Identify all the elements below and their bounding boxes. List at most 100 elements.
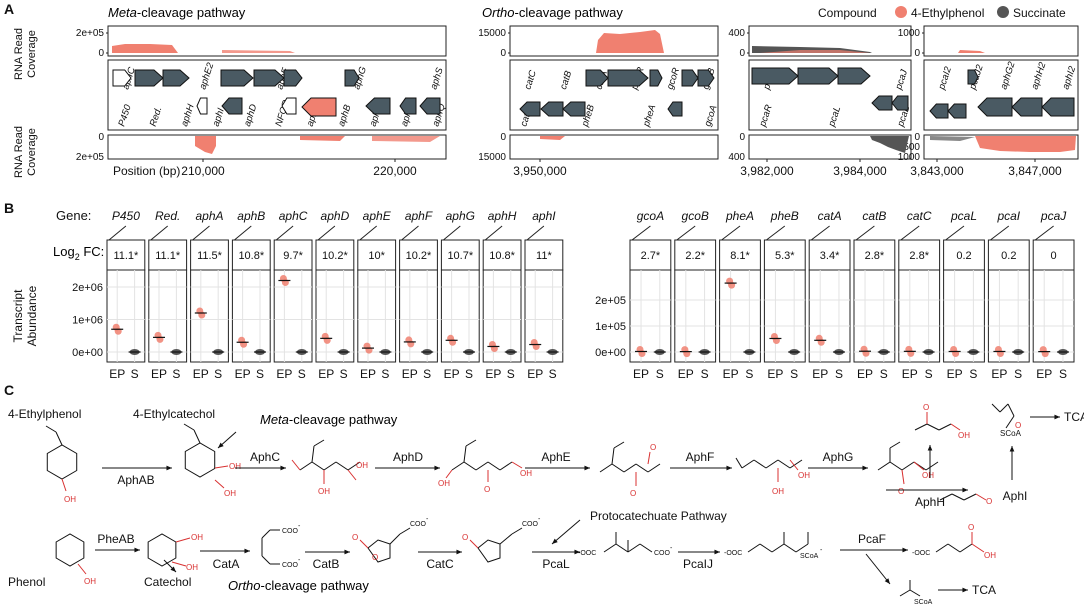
- mol-cis-cis-muconate: COO-COO-: [261, 523, 301, 569]
- carboxylate-label: COO: [522, 521, 539, 528]
- bond: [451, 461, 465, 471]
- gene-connector: [855, 225, 875, 241]
- gene-connector: [990, 225, 1010, 241]
- x-cat-s: S: [214, 367, 222, 381]
- benzene-ring: [147, 533, 177, 567]
- bond: [389, 533, 401, 545]
- x-cat-ep: EP: [678, 367, 694, 381]
- y-tick-right: 1e+05: [595, 321, 626, 333]
- x-cat-s: S: [969, 367, 977, 381]
- oxo-label: O: [630, 489, 636, 498]
- x-cat-ep: EP: [527, 367, 543, 381]
- x-cat-s: S: [701, 367, 709, 381]
- fc-strip: [674, 239, 717, 271]
- coverage-top-tick: 15000: [478, 28, 506, 39]
- x-cat-s: S: [925, 367, 933, 381]
- enzyme-aphi: AphI: [1003, 489, 1028, 503]
- bond: [499, 461, 513, 471]
- bond: [789, 459, 803, 469]
- coverage-bottom-ep: [372, 136, 440, 142]
- fc-value: 8.1*: [730, 250, 750, 262]
- bond: [291, 459, 301, 471]
- facet-gene-label: pcaJ: [1040, 209, 1067, 223]
- fc-strip: [357, 239, 397, 271]
- x-cat-ep: EP: [767, 367, 783, 381]
- bond: [999, 403, 1009, 413]
- x-cat-s: S: [745, 367, 753, 381]
- gene-arrow: [281, 97, 297, 115]
- bond: [959, 543, 973, 553]
- compound-4-ethylphenol: 4-Ethylphenol: [8, 407, 81, 421]
- bond: [753, 459, 767, 469]
- coverage-bottom-s: [930, 136, 975, 141]
- bond: [463, 445, 467, 463]
- facet-gene-label: catA: [818, 209, 842, 223]
- arrow-head: [862, 465, 868, 471]
- x-cat-s: S: [423, 367, 431, 381]
- gene-connector: [766, 225, 786, 241]
- bond: [499, 533, 513, 545]
- coverage-top-tick: 0: [98, 48, 104, 59]
- gene-connector: [401, 225, 419, 241]
- facet-plot-frame: [106, 269, 146, 363]
- gene-connector: [631, 225, 651, 241]
- fc-value: 10.2*: [322, 250, 348, 262]
- carboxylate-label: COO: [282, 562, 299, 569]
- arrow-head: [218, 442, 224, 448]
- bond: [313, 439, 325, 447]
- charge-label: -: [426, 516, 429, 523]
- bond: [939, 493, 953, 501]
- arrow-head: [134, 547, 140, 553]
- hydroxyl-label: OH: [798, 471, 810, 480]
- coverage-top-tick: 400: [728, 28, 745, 39]
- x-cat-s: S: [1014, 367, 1022, 381]
- x-tick-label: 220,000: [373, 164, 417, 178]
- fc-strip: [898, 239, 941, 271]
- y-tick-left: 2e+06: [72, 282, 103, 294]
- arrow-head: [244, 548, 250, 554]
- gene-map-frame: [923, 59, 1079, 131]
- enzyme-aphd: AphD: [393, 450, 423, 464]
- mol-meta-intermediate-3: OO: [599, 441, 661, 498]
- hydroxyl-label: OH: [186, 563, 198, 572]
- legend-swatch-s: [997, 6, 1009, 18]
- fc-strip: [482, 239, 522, 271]
- y-label-top: RNA Read: [13, 28, 25, 80]
- arrow-head: [344, 549, 350, 555]
- bond: [603, 543, 617, 553]
- tca-label-1: TCA: [1064, 410, 1084, 424]
- fc-row-label: Log2 FC:: [53, 244, 104, 262]
- facet-plot-frame: [482, 269, 522, 363]
- coverage-top-tick: 0: [739, 48, 745, 59]
- gene-arrow: [607, 69, 649, 87]
- gene-arrow: [1041, 97, 1075, 117]
- charge-label: -: [538, 516, 541, 523]
- coverage-top-tick: 1000: [898, 28, 921, 39]
- oxo-label: O: [484, 485, 490, 494]
- gene-arrow: [344, 69, 360, 87]
- x-cat-ep: EP: [485, 367, 501, 381]
- meta-cleavage-label: Meta-cleavage pathway: [260, 412, 398, 427]
- x-tick-label: 210,000: [181, 164, 225, 178]
- gene-connector: [676, 225, 696, 241]
- x-cat-s: S: [172, 367, 180, 381]
- oxo-label: O: [968, 523, 974, 532]
- bond: [789, 459, 799, 471]
- meta-pathway-title: Meta-cleavage pathway: [108, 5, 246, 20]
- oxo-label: O: [923, 403, 929, 412]
- gene-arrow: [967, 69, 979, 85]
- bond: [935, 543, 949, 553]
- bond: [971, 543, 985, 553]
